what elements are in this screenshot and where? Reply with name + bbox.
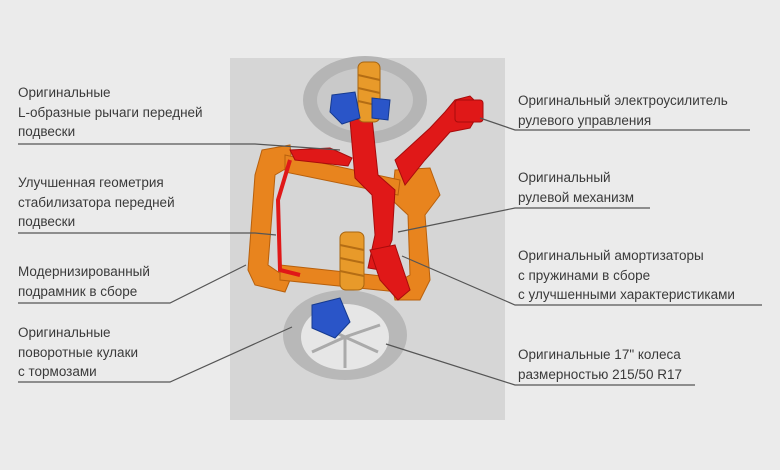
label-line: с пружинами в сборе bbox=[518, 267, 651, 283]
shock-spring-bottom bbox=[339, 231, 365, 291]
label-line: подвески bbox=[18, 214, 76, 229]
steering-system bbox=[289, 95, 484, 301]
leader-lines bbox=[18, 117, 762, 386]
label-line: рулевой механизм bbox=[518, 189, 635, 205]
label-line: Оригинальный электроусилитель bbox=[518, 93, 728, 108]
label-line: подрамник в сборе bbox=[18, 283, 138, 299]
leader-line-subframe bbox=[18, 264, 247, 304]
label-line: стабилизатора передней bbox=[18, 194, 175, 210]
leader-line-l-arms bbox=[18, 143, 341, 151]
leader-line-eps bbox=[479, 117, 750, 131]
label-stabilizer: Улучшенная геометрия стабилизатора передн… bbox=[18, 173, 175, 232]
label-line: поворотные кулаки bbox=[18, 344, 139, 360]
leader-line-stabilizer bbox=[18, 232, 277, 236]
leader-line-shocks bbox=[401, 255, 762, 306]
leader-line-steering-rack bbox=[397, 207, 650, 233]
label-line: Оригинальный bbox=[518, 170, 611, 185]
leader-line-wheels bbox=[385, 343, 695, 386]
wheel-bottom bbox=[283, 290, 407, 380]
label-line: подвески bbox=[18, 124, 76, 139]
label-line: размерностью 215/50 R17 bbox=[518, 366, 682, 382]
label-line: рулевого управления bbox=[518, 112, 652, 128]
label-subframe: Модернизированный подрамник в сборе bbox=[18, 262, 150, 301]
label-line: Оригинальные bbox=[18, 85, 111, 100]
label-shocks: Оригинальный амортизаторы с пружинами в с… bbox=[518, 246, 735, 305]
label-line: Оригинальный амортизаторы bbox=[518, 248, 704, 263]
label-knuckles: Оригинальные поворотные кулаки с тормозами bbox=[18, 323, 138, 382]
label-line: Оригинальные 17" колеса bbox=[518, 347, 681, 362]
label-line: с тормозами bbox=[18, 364, 97, 379]
leader-line-knuckles bbox=[18, 326, 293, 383]
label-line: L-образные рычаги передней bbox=[18, 104, 203, 120]
label-wheels: Оригинальные 17" колеса размерностью 215/… bbox=[518, 345, 682, 384]
label-steering-rack: Оригинальный рулевой механизм bbox=[518, 168, 634, 207]
stabilizer-bar bbox=[275, 159, 301, 277]
label-line: Модернизированный bbox=[18, 264, 150, 279]
label-line: Улучшенная геометрия bbox=[18, 175, 164, 190]
label-line: с улучшенными характеристиками bbox=[518, 287, 735, 302]
steering-knuckles bbox=[311, 91, 391, 339]
label-eps: Оригинальный электроусилитель рулевого уп… bbox=[518, 91, 728, 130]
label-line: Оригинальные bbox=[18, 325, 111, 340]
